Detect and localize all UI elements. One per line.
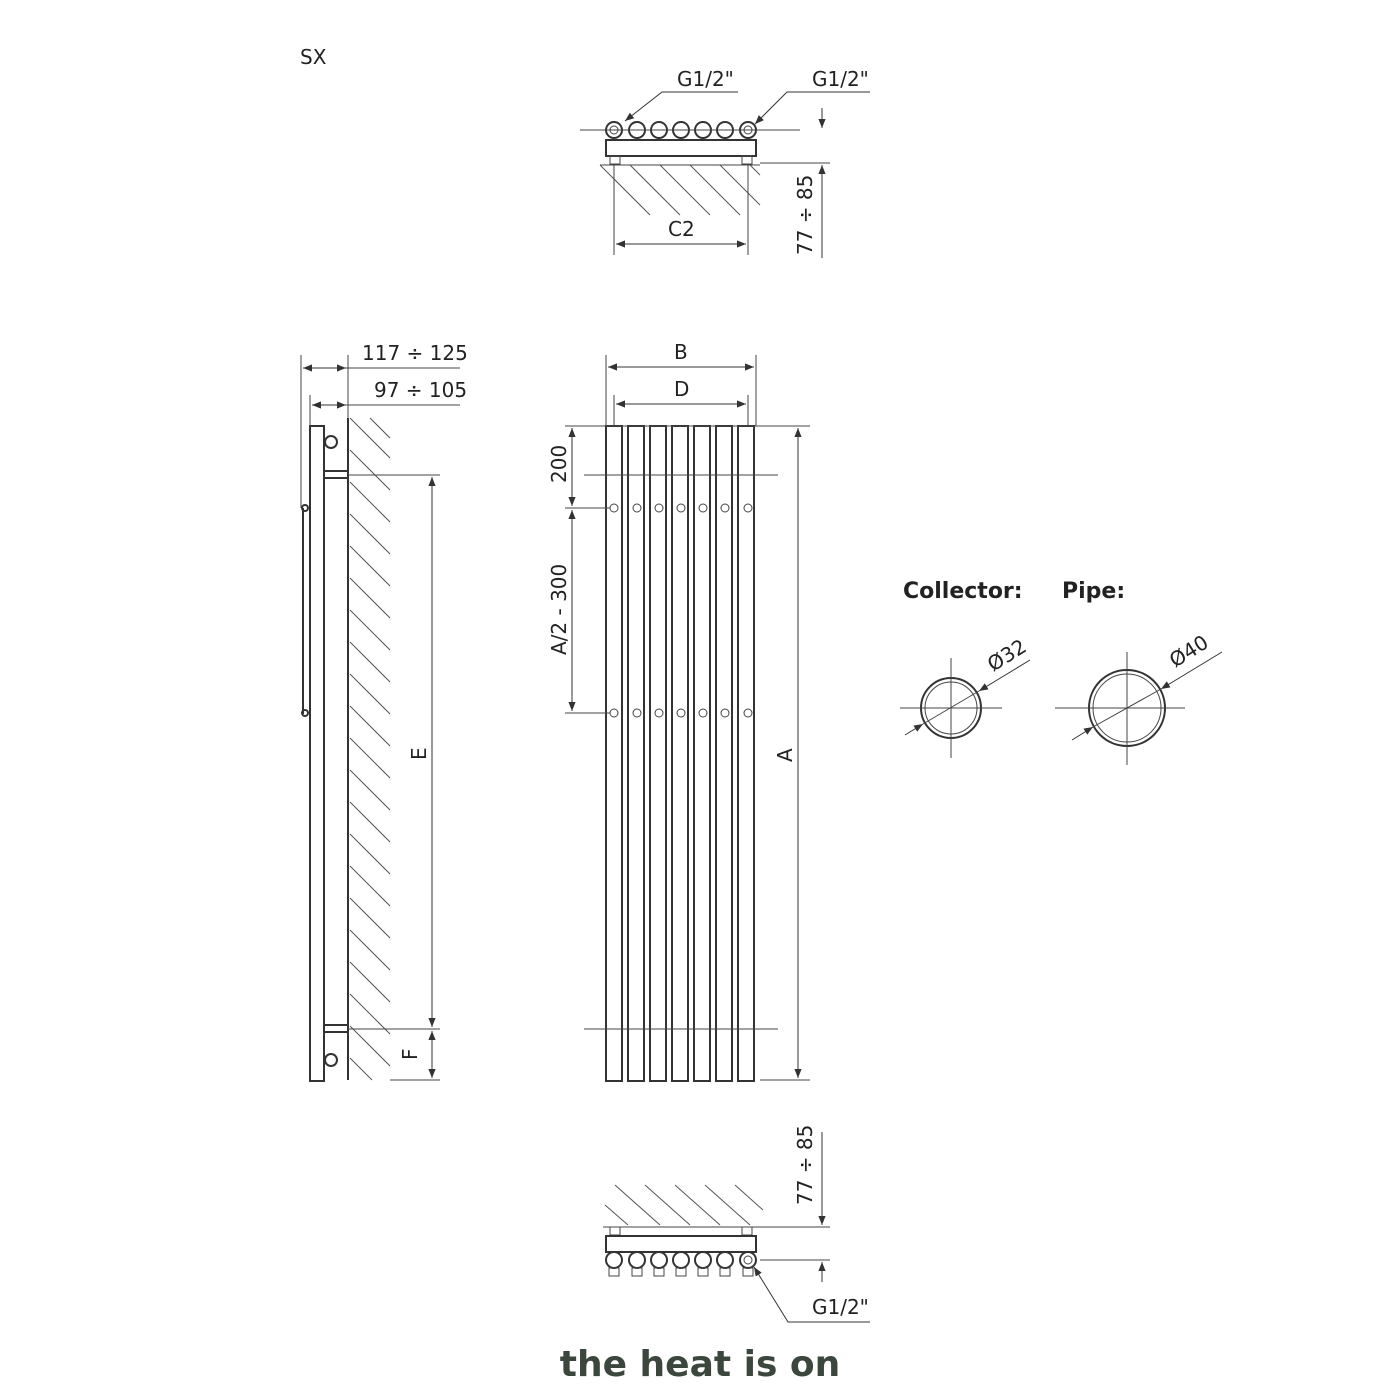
d-label: D: [674, 377, 689, 401]
side-bracket-top: [323, 470, 349, 479]
c2-label: C2: [668, 217, 695, 241]
dim-200-label: 200: [547, 445, 571, 483]
depth-inner-label: 97 ÷ 105: [374, 378, 467, 402]
side-wall-hatch: [349, 417, 391, 1081]
top-depth-label: 77 ÷ 85: [793, 175, 817, 255]
top-bracket-left: [609, 155, 621, 165]
collector-title: Collector:: [903, 579, 1023, 604]
front-tubes: [605, 425, 755, 1082]
top-collector: [605, 139, 757, 157]
side-view: 117 ÷ 125 97 ÷ 105 E F: [300, 341, 468, 1082]
pipe-section: Pipe: Ø40: [1055, 579, 1223, 765]
bottom-wall-hatch: [603, 1184, 764, 1228]
side-valve-top: [324, 435, 338, 449]
pipe-title: Pipe:: [1062, 579, 1125, 604]
collector-section: Collector: Ø32: [900, 579, 1031, 758]
a-label: A: [773, 748, 797, 762]
top-wall-hatch: [599, 164, 761, 216]
bottom-view: 77 ÷ 85 G1/2": [603, 1125, 870, 1323]
model-label: SX: [300, 45, 327, 69]
f-label: F: [398, 1048, 422, 1060]
e-label: E: [407, 747, 431, 760]
front-view: B D 200 A/2 - 300 A: [547, 340, 810, 1082]
bottom-conn: G1/2": [812, 1295, 869, 1319]
pipe-diameter: Ø40: [1165, 630, 1213, 672]
depth-outer-label: 117 ÷ 125: [362, 341, 468, 365]
side-radiator-body: [309, 425, 325, 1082]
bottom-leader: [753, 1266, 870, 1323]
top-view: G1/2" G1/2" C2 77 ÷ 85: [580, 67, 870, 258]
bottom-tubes: [605, 1226, 830, 1277]
top-leader-right: [754, 91, 870, 125]
top-tubes: [580, 121, 830, 164]
side-bracket-bottom: [323, 1024, 349, 1033]
collector-diameter: Ø32: [983, 634, 1031, 676]
top-conn-right: G1/2": [812, 67, 869, 91]
dim-a2-label: A/2 - 300: [547, 564, 571, 655]
b-label: B: [674, 340, 688, 364]
side-valve-bottom: [324, 1053, 338, 1067]
top-conn-left: G1/2": [677, 67, 734, 91]
front-connection-dots: [609, 503, 753, 718]
top-leader-left: [624, 91, 738, 122]
bottom-depth-label: 77 ÷ 85: [793, 1125, 817, 1205]
bottom-collector: [605, 1235, 757, 1253]
brand-logo: the heat is on: [560, 1344, 841, 1385]
top-bracket-right: [741, 155, 753, 165]
